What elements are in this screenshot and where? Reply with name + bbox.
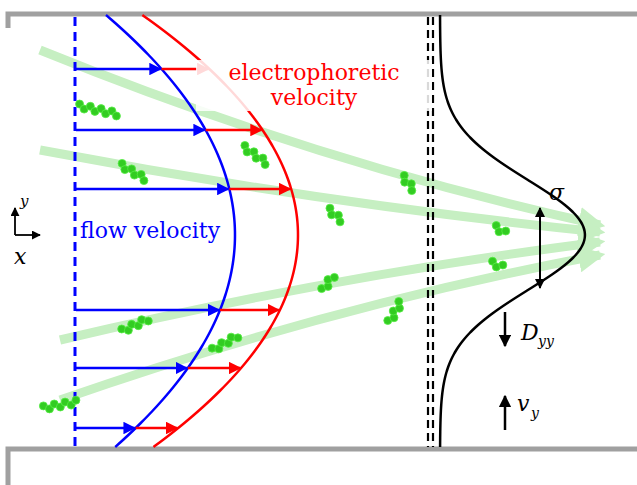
molecule (400, 171, 416, 194)
profile-label: electrophoretic velocity (196, 60, 432, 111)
symbol-label: x (14, 244, 26, 269)
diffusion-arrow (504, 312, 507, 346)
axis-arrow (14, 208, 16, 235)
trajectory (60, 255, 600, 400)
symbol-label: y (20, 193, 28, 210)
flow-arrow (76, 129, 205, 132)
flow-arrow (76, 427, 135, 430)
inlet-line (74, 17, 77, 447)
electrophoretic-arrow (220, 309, 279, 312)
electrophoretic-arrow (188, 367, 240, 370)
molecule (384, 297, 404, 324)
trajectory (60, 242, 600, 340)
molecule (118, 316, 153, 335)
axis-arrow (15, 234, 40, 236)
electrophoretic-arrow (136, 427, 178, 430)
molecule (76, 100, 121, 120)
distribution-curve (440, 15, 585, 447)
drift-arrow (504, 396, 507, 430)
symbol-label: D (521, 320, 539, 345)
electrophoretic-arrow (206, 129, 262, 132)
molecule (39, 396, 79, 413)
molecule (241, 141, 269, 168)
molecule (118, 159, 148, 184)
molecule (318, 273, 339, 292)
molecule (492, 222, 510, 236)
channel-wall (8, 449, 637, 485)
flow-arrow (76, 309, 219, 312)
channel-wall (8, 14, 637, 28)
electrophoretic-arrow (229, 188, 290, 191)
symbol-label: y (531, 405, 539, 421)
flow-arrow (76, 188, 228, 191)
detector-line (432, 17, 434, 447)
molecule (208, 333, 242, 353)
molecule (326, 204, 344, 226)
trajectories (40, 50, 600, 400)
symbol-label: σ (549, 180, 564, 205)
flow-arrow (76, 367, 187, 370)
molecules (39, 100, 509, 413)
symbol-label: v (517, 391, 529, 416)
molecule (489, 257, 507, 271)
flow-arrow (76, 68, 161, 71)
profile-label: flow velocity (80, 218, 230, 243)
width-arrow (539, 208, 541, 288)
symbol-label: yy (538, 333, 554, 349)
